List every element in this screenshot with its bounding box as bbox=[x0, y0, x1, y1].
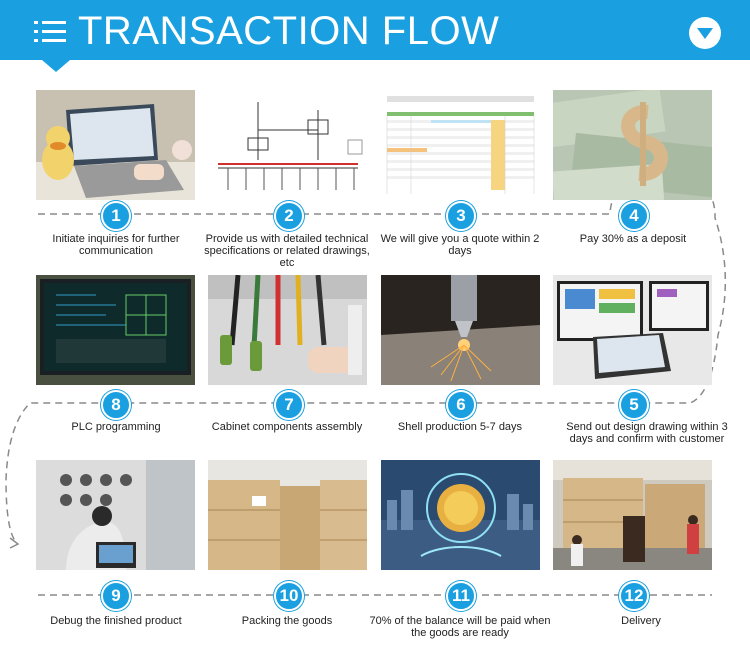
step-6-photo bbox=[381, 275, 540, 385]
step-1-photo bbox=[36, 90, 195, 200]
step-7-photo bbox=[208, 275, 367, 385]
step-7-caption: Cabinet components assembly bbox=[211, 421, 363, 433]
step-6-caption: Shell production 5-7 days bbox=[397, 421, 523, 433]
menu-icon[interactable] bbox=[34, 21, 66, 43]
step-9-caption: Debug the finished product bbox=[50, 615, 182, 627]
step-8-caption: PLC programming bbox=[71, 421, 161, 433]
step-2-photo bbox=[208, 90, 367, 200]
step-10-photo bbox=[208, 460, 367, 570]
step-11-number: 11 bbox=[446, 581, 476, 611]
step-10-number: 10 bbox=[274, 581, 304, 611]
step-7-number: 7 bbox=[274, 390, 304, 420]
step-5-caption: Send out design drawing within 3 days an… bbox=[566, 421, 728, 445]
step-1-caption: Initiate inquiries for further communica… bbox=[52, 233, 180, 257]
step-11-photo bbox=[381, 460, 540, 570]
step-4-photo bbox=[553, 90, 712, 200]
step-8-number: 8 bbox=[101, 390, 131, 420]
step-10-caption: Packing the goods bbox=[241, 615, 333, 627]
step-1-number: 1 bbox=[101, 201, 131, 231]
step-4-number: 4 bbox=[619, 201, 649, 231]
chevron-down-icon[interactable] bbox=[689, 17, 721, 49]
step-11-caption: 70% of the balance will be paid when the… bbox=[369, 615, 551, 639]
step-12-photo bbox=[553, 460, 712, 570]
step-2-number: 2 bbox=[274, 201, 304, 231]
step-3-caption: We will give you a quote within 2 days bbox=[380, 233, 540, 257]
step-12-number: 12 bbox=[619, 581, 649, 611]
step-8-photo bbox=[36, 275, 195, 385]
step-4-caption: Pay 30% as a deposit bbox=[579, 233, 687, 245]
page-title: TRANSACTION FLOW bbox=[78, 9, 500, 53]
step-3-photo bbox=[381, 90, 540, 200]
step-9-number: 9 bbox=[101, 581, 131, 611]
step-12-caption: Delivery bbox=[621, 615, 661, 627]
step-6-number: 6 bbox=[446, 390, 476, 420]
step-9-photo bbox=[36, 460, 195, 570]
step-3-number: 3 bbox=[446, 201, 476, 231]
step-2-caption: Provide us with detailed technical speci… bbox=[204, 233, 370, 269]
step-5-number: 5 bbox=[619, 390, 649, 420]
banner-notch bbox=[42, 60, 70, 72]
step-5-photo bbox=[553, 275, 712, 385]
header-banner: TRANSACTION FLOW bbox=[0, 0, 750, 60]
